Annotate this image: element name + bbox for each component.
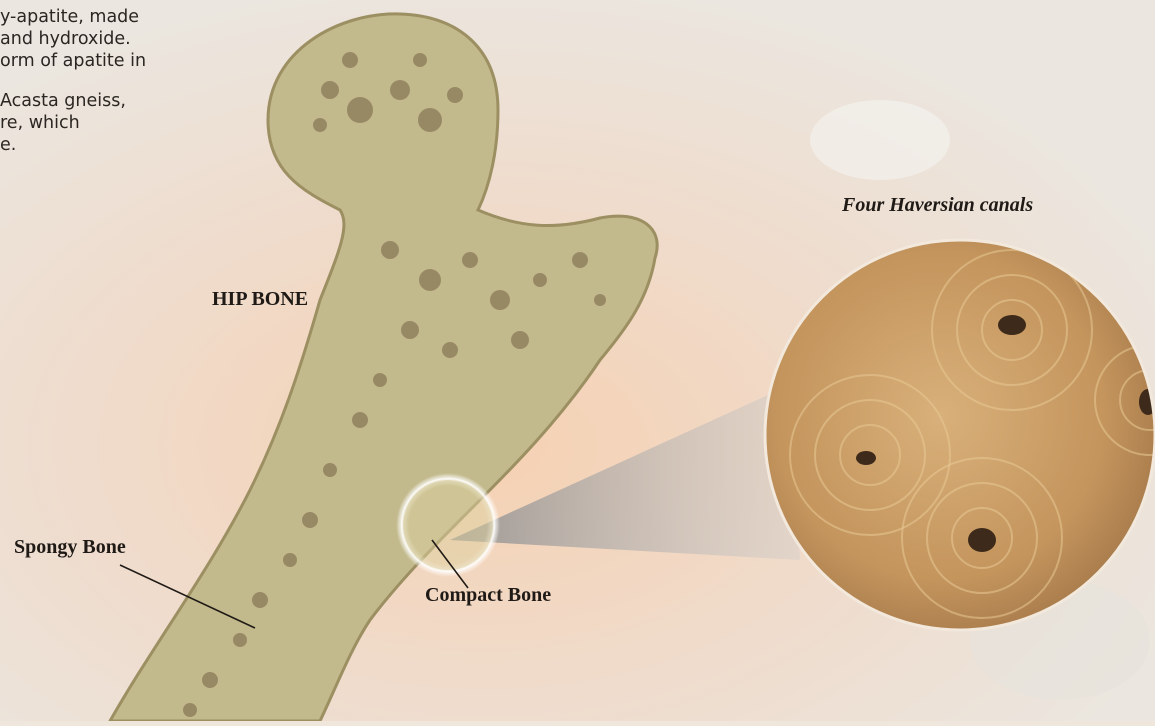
spongy-mark [401,321,419,339]
spongy-mark [347,97,373,123]
hip-bone-label: HIP BONE [212,288,308,311]
body-text-line: e. [0,134,180,156]
spongy-mark [462,252,478,268]
spongy-mark [283,553,297,567]
spongy-mark [413,53,427,67]
spongy-mark [594,294,606,306]
body-text-line: re, which [0,112,180,134]
micrograph [765,240,1155,630]
spongy-mark [352,412,368,428]
spongy-mark [313,118,327,132]
spongy-mark [202,672,218,688]
body-text-gap [0,72,180,90]
spongy-mark [373,373,387,387]
body-text-line: y-apatite, made [0,6,180,28]
spongy-mark [418,108,442,132]
spongy-mark [323,463,337,477]
body-text: y-apatite, made and hydroxide. orm of ap… [0,6,180,156]
haversian-canal [998,315,1026,335]
compact-bone-label: Compact Bone [425,584,551,607]
spongy-mark [490,290,510,310]
compact-bone-circle [402,479,494,571]
body-text-line: Acasta gneiss, [0,90,180,112]
spongy-mark [419,269,441,291]
spongy-mark [390,80,410,100]
spongy-mark [252,592,268,608]
spongy-mark [572,252,588,268]
spongy-mark [233,633,247,647]
haversian-canal [968,528,996,552]
spongy-bone-label: Spongy Bone [14,536,126,559]
body-text-line: and hydroxide. [0,28,180,50]
spongy-mark [533,273,547,287]
spongy-mark [381,241,399,259]
spongy-mark [447,87,463,103]
haversian-canals-label: Four Haversian canals [842,194,1033,217]
spongy-mark [302,512,318,528]
spongy-mark [511,331,529,349]
background-texture [810,100,950,180]
spongy-mark [183,703,197,717]
body-text-line: orm of apatite in [0,50,180,72]
spongy-mark [442,342,458,358]
haversian-canal [856,451,876,465]
spongy-mark [321,81,339,99]
spongy-mark [342,52,358,68]
